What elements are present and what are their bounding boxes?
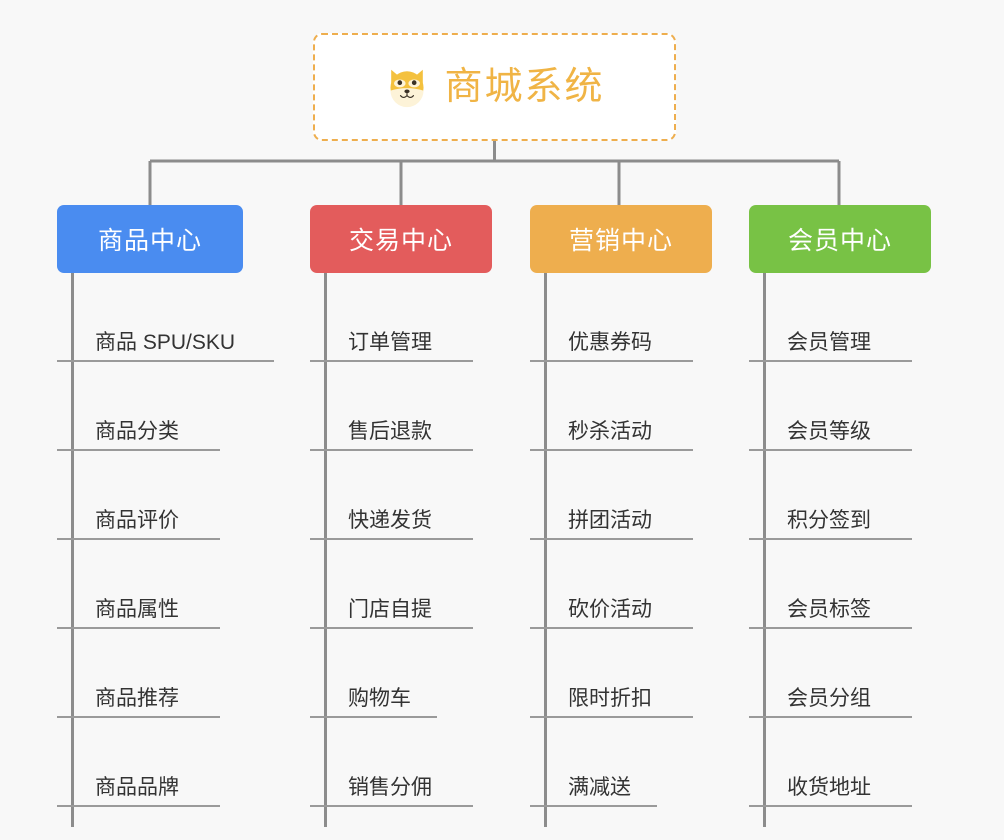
leaf-label: 门店自提 (348, 598, 432, 621)
leaf-item[interactable]: 商品属性 (57, 540, 243, 629)
leaf-underline (57, 716, 220, 718)
branch-head-label: 营销中心 (568, 227, 673, 255)
leaf-label: 拼团活动 (568, 509, 652, 532)
branch-head-label: 交易中心 (348, 227, 453, 255)
branch-items-member-center: 会员管理 会员等级 积分签到 会员标签 会员分组 收货地址 (749, 273, 931, 807)
leaf-underline (57, 627, 220, 629)
leaf-underline (530, 538, 693, 540)
branch-items-product-center: 商品 SPU/SKU 商品分类 商品评价 商品属性 商品推荐 商品品牌 (57, 273, 274, 807)
leaf-label: 会员管理 (787, 331, 871, 354)
leaf-label: 限时折扣 (568, 687, 652, 710)
leaf-label: 会员分组 (787, 687, 871, 710)
leaf-underline (310, 716, 437, 718)
dog-face-icon (384, 64, 430, 110)
leaf-item[interactable]: 积分签到 (749, 451, 931, 540)
leaf-underline (749, 805, 912, 807)
leaf-label: 秒杀活动 (568, 420, 652, 443)
leaf-underline (530, 716, 693, 718)
leaf-label: 快递发货 (348, 509, 432, 532)
leaf-item[interactable]: 收货地址 (749, 718, 931, 807)
leaf-item[interactable]: 门店自提 (310, 540, 492, 629)
leaf-underline (57, 360, 274, 362)
leaf-underline (749, 716, 912, 718)
branch-items-marketing-center: 优惠券码 秒杀活动 拼团活动 砍价活动 限时折扣 满减送 (530, 273, 712, 807)
branch-head-product-center[interactable]: 商品中心 (57, 205, 243, 273)
leaf-underline (310, 360, 473, 362)
leaf-item[interactable]: 会员标签 (749, 540, 931, 629)
leaf-underline (749, 627, 912, 629)
root-node[interactable]: 商城系统 (313, 33, 676, 141)
leaf-label: 会员等级 (787, 420, 871, 443)
leaf-underline (310, 538, 473, 540)
leaf-label: 销售分佣 (348, 776, 432, 799)
leaf-item[interactable]: 订单管理 (310, 273, 492, 362)
leaf-label: 收货地址 (787, 776, 871, 799)
leaf-item[interactable]: 秒杀活动 (530, 362, 712, 451)
leaf-label: 购物车 (348, 687, 411, 710)
branch-member-center: 会员中心 会员管理 会员等级 积分签到 会员标签 会员分组 (749, 205, 931, 807)
leaf-item[interactable]: 会员分组 (749, 629, 931, 718)
leaf-label: 砍价活动 (568, 598, 652, 621)
leaf-item[interactable]: 会员管理 (749, 273, 931, 362)
leaf-underline (310, 805, 473, 807)
branch-marketing-center: 营销中心 优惠券码 秒杀活动 拼团活动 砍价活动 限时折扣 (530, 205, 712, 807)
branch-head-trade-center[interactable]: 交易中心 (310, 205, 492, 273)
leaf-underline (530, 449, 693, 451)
branch-head-member-center[interactable]: 会员中心 (749, 205, 931, 273)
branch-product-center: 商品中心 商品 SPU/SKU 商品分类 商品评价 商品属性 商品推荐 (57, 205, 274, 807)
leaf-underline (57, 449, 220, 451)
leaf-item[interactable]: 快递发货 (310, 451, 492, 540)
leaf-underline (57, 805, 220, 807)
leaf-item[interactable]: 商品评价 (57, 451, 243, 540)
leaf-label: 满减送 (568, 776, 631, 799)
leaf-item[interactable]: 售后退款 (310, 362, 492, 451)
leaf-item[interactable]: 满减送 (530, 718, 712, 807)
leaf-underline (749, 538, 912, 540)
leaf-label: 会员标签 (787, 598, 871, 621)
leaf-label: 商品品牌 (95, 776, 179, 799)
leaf-item[interactable]: 砍价活动 (530, 540, 712, 629)
leaf-underline (749, 360, 912, 362)
branch-trade-center: 交易中心 订单管理 售后退款 快递发货 门店自提 购物车 (310, 205, 492, 807)
leaf-item[interactable]: 优惠券码 (530, 273, 712, 362)
leaf-label: 商品 SPU/SKU (95, 331, 236, 354)
leaf-underline (310, 627, 473, 629)
leaf-item[interactable]: 购物车 (310, 629, 492, 718)
leaf-label: 商品分类 (95, 420, 179, 443)
leaf-label: 积分签到 (787, 509, 871, 532)
leaf-item[interactable]: 商品推荐 (57, 629, 243, 718)
leaf-item[interactable]: 限时折扣 (530, 629, 712, 718)
leaf-underline (310, 449, 473, 451)
leaf-label: 商品属性 (95, 598, 179, 621)
leaf-underline (57, 538, 220, 540)
branch-head-marketing-center[interactable]: 营销中心 (530, 205, 712, 273)
leaf-item[interactable]: 销售分佣 (310, 718, 492, 807)
leaf-underline (530, 360, 693, 362)
leaf-item[interactable]: 拼团活动 (530, 451, 712, 540)
branch-items-trade-center: 订单管理 售后退款 快递发货 门店自提 购物车 销售分佣 (310, 273, 492, 807)
leaf-item[interactable]: 会员等级 (749, 362, 931, 451)
leaf-item[interactable]: 商品 SPU/SKU (57, 273, 274, 362)
leaf-item[interactable]: 商品品牌 (57, 718, 243, 807)
leaf-label: 售后退款 (348, 420, 432, 443)
leaf-underline (749, 449, 912, 451)
leaf-item[interactable]: 商品分类 (57, 362, 243, 451)
leaf-label: 订单管理 (348, 331, 432, 354)
leaf-label: 商品推荐 (95, 687, 179, 710)
root-title: 商城系统 (444, 66, 605, 108)
leaf-label: 商品评价 (95, 509, 179, 532)
branch-head-label: 商品中心 (97, 227, 202, 255)
leaf-underline (530, 627, 693, 629)
leaf-underline (530, 805, 657, 807)
leaf-label: 优惠券码 (568, 331, 652, 354)
branch-head-label: 会员中心 (787, 227, 892, 255)
